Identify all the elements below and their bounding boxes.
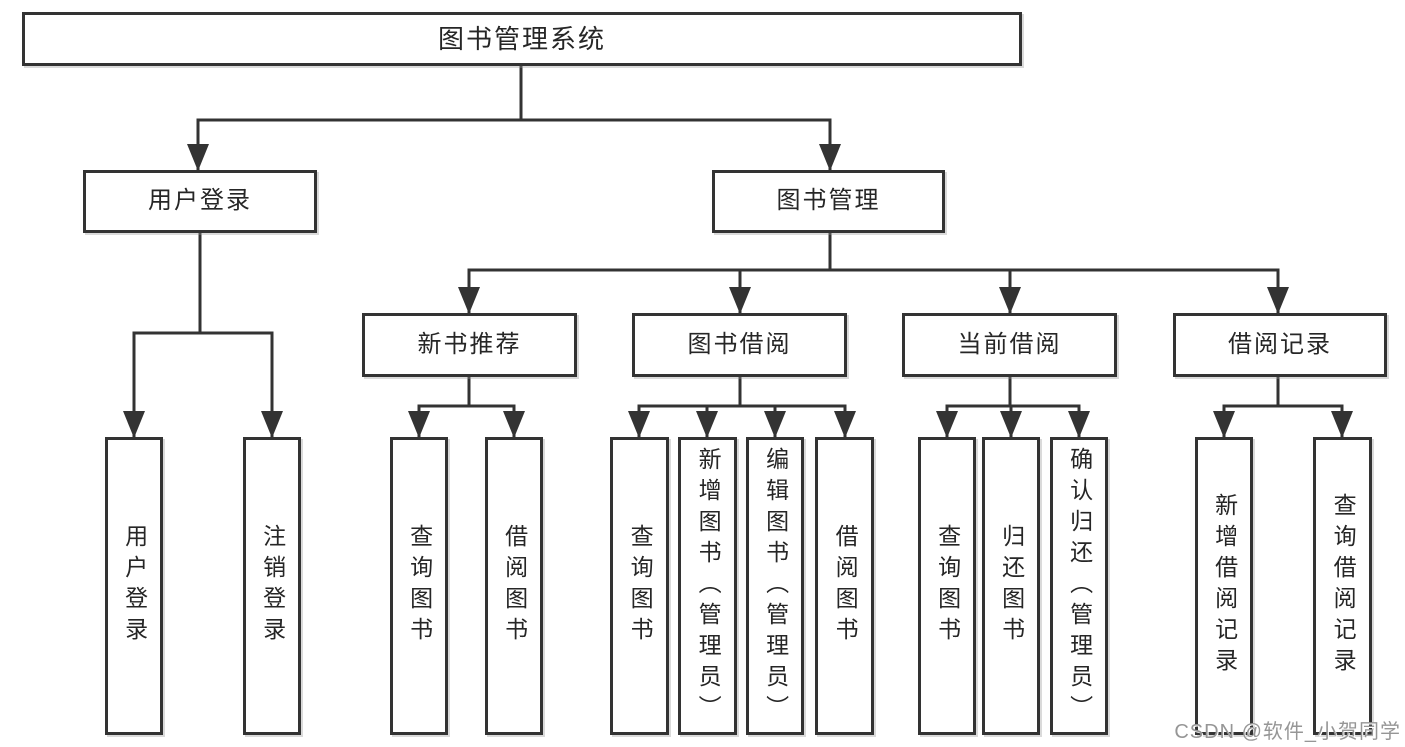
leaf-query-borrow-record: 查询借阅记录 (1313, 437, 1372, 735)
node-current-borrowing: 当前借阅 (902, 313, 1117, 377)
connector-book-borrowing-to-leaves (628, 377, 856, 438)
leaf-edit-books-admin: 编辑图书（管理员） (746, 437, 804, 735)
leaf-query-books-3: 查询图书 (918, 437, 976, 735)
leaf-add-books-admin: 新增图书（管理员） (678, 437, 737, 735)
leaf-return-books: 归还图书 (982, 437, 1040, 735)
connector-current-borrowing-to-leaves (936, 377, 1090, 438)
leaf-query-books-1: 查询图书 (390, 437, 448, 735)
connector-new-book-recommendation-to-leaves (408, 377, 525, 438)
leaf-borrow-books-2: 借阅图书 (815, 437, 874, 735)
leaf-query-books-2: 查询图书 (610, 437, 669, 735)
leaf-confirm-return-admin: 确认归还（管理员） (1050, 437, 1108, 735)
connector-user-login-to-leaves (123, 233, 283, 438)
node-borrowing-records: 借阅记录 (1173, 313, 1387, 377)
leaf-borrow-books-1: 借阅图书 (485, 437, 543, 735)
node-book-borrowing: 图书借阅 (632, 313, 847, 377)
node-book-management: 图书管理 (712, 170, 945, 233)
connector-borrowing-records-to-leaves (1213, 377, 1353, 438)
node-new-book-recommendation: 新书推荐 (362, 313, 577, 377)
connector-root-to-level2 (187, 66, 841, 171)
leaf-user-login: 用户登录 (105, 437, 163, 735)
node-library-management-system: 图书管理系统 (22, 12, 1022, 66)
connector-book-management-to-level3 (458, 233, 1289, 314)
node-user-login: 用户登录 (83, 170, 317, 233)
watermark-csdn: CSDN @软件_小贺同学 (1174, 721, 1401, 743)
leaf-add-borrow-record: 新增借阅记录 (1195, 437, 1253, 735)
leaf-logout-login: 注销登录 (243, 437, 301, 735)
